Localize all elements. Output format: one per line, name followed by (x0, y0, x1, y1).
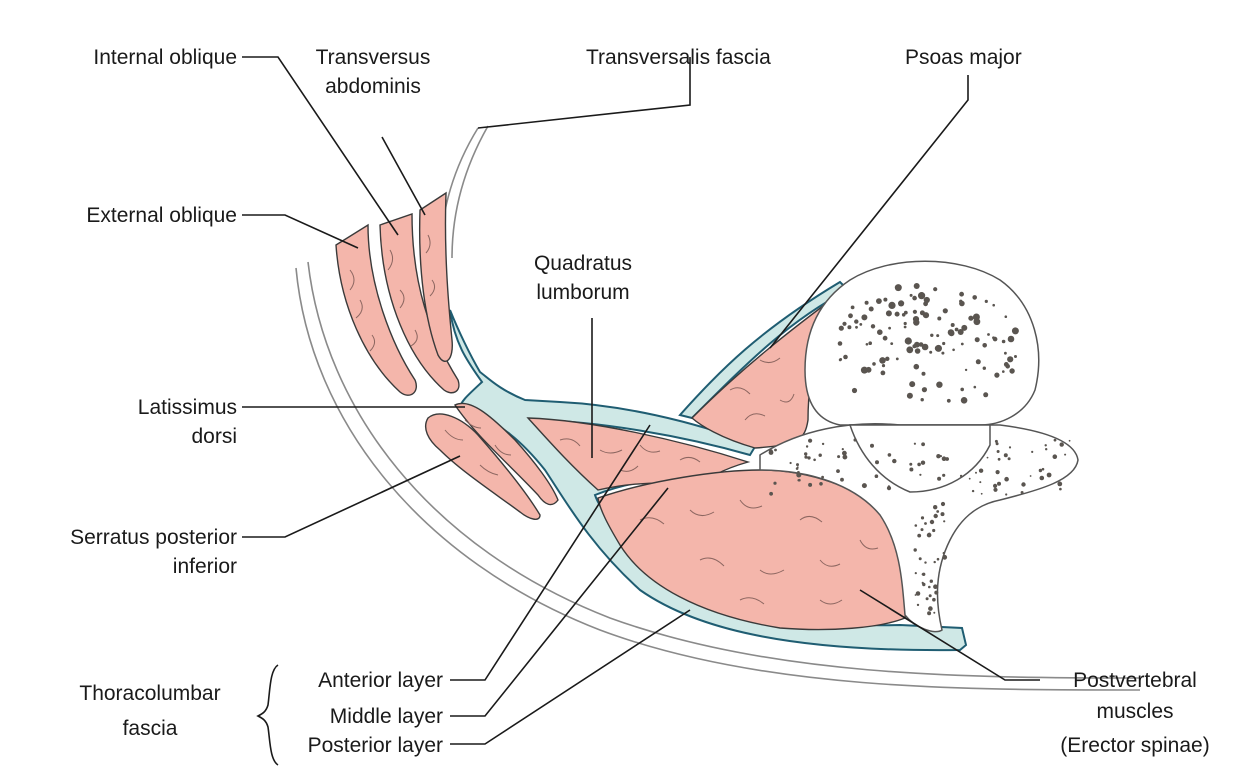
label-transversus-line1: Transversus (316, 46, 431, 69)
label-transversus-line2: abdominis (325, 75, 421, 98)
label-postvertebral-line1: Postvertebral (1073, 669, 1197, 692)
label-transversalis-fascia: Transversalis fascia (586, 46, 771, 69)
label-serratus-line1: Serratus posterior (70, 526, 237, 549)
label-postvertebral-line2: muscles (1096, 700, 1173, 723)
transversus-abdominis-muscle (418, 191, 453, 362)
label-external-oblique: External oblique (86, 204, 237, 227)
label-latissimus-line2: dorsi (191, 425, 237, 448)
muscle-fibers (349, 234, 879, 605)
abdominal-muscles (335, 191, 460, 396)
bone-texture-dots (768, 283, 1071, 616)
label-serratus-line2: inferior (173, 555, 237, 578)
leader-lines (242, 56, 1040, 766)
body-wall-outline (295, 125, 1141, 691)
label-thoracolumbar-line1: Thoracolumbar (79, 682, 220, 705)
label-quadratus-line1: Quadratus (534, 252, 632, 275)
label-latissimus-line1: Latissimus (138, 396, 237, 419)
labels: Internal oblique Transversus abdominis T… (70, 46, 1210, 757)
label-posterior-layer: Posterior layer (308, 734, 443, 757)
label-psoas-major: Psoas major (905, 46, 1022, 69)
external-oblique-muscle (335, 223, 417, 396)
vertebral-arch (759, 423, 1079, 633)
label-internal-oblique: Internal oblique (93, 46, 237, 69)
label-middle-layer: Middle layer (330, 705, 443, 728)
label-postvertebral-line3: (Erector spinae) (1060, 734, 1209, 757)
label-thoracolumbar-line2: fascia (123, 717, 178, 740)
label-quadratus-line2: lumborum (536, 281, 629, 304)
serratus-posterior-inferior-muscle (424, 413, 541, 520)
label-anterior-layer: Anterior layer (318, 669, 443, 692)
